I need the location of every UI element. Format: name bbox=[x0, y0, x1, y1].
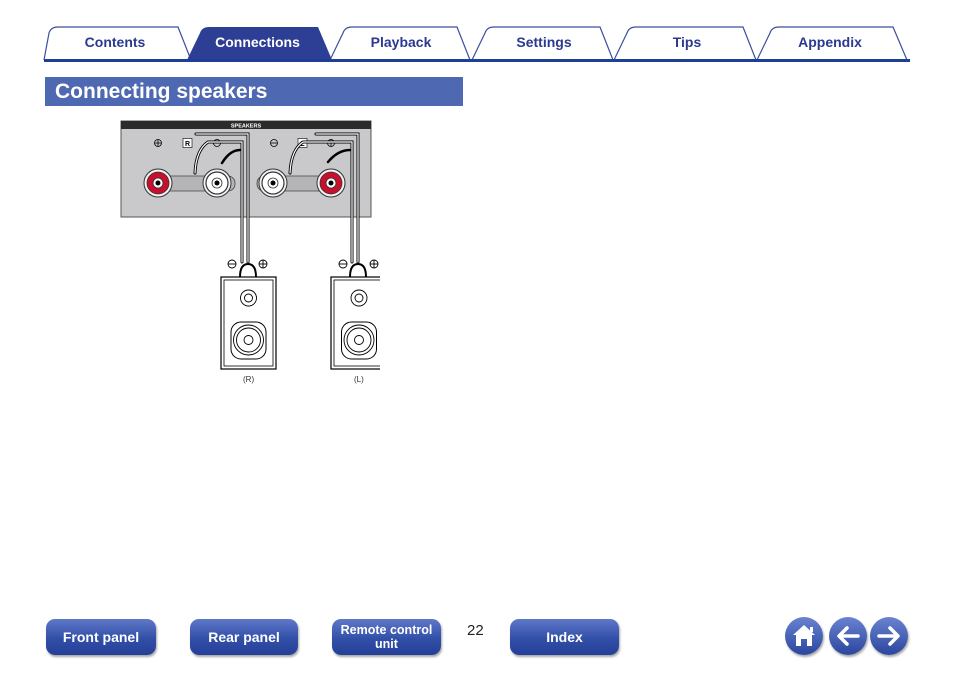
speaker-l-caption: (L) bbox=[354, 375, 364, 384]
home-icon bbox=[793, 625, 815, 646]
front-panel-label: Front panel bbox=[62, 629, 140, 645]
arrow-left-icon bbox=[837, 626, 860, 646]
back-button[interactable] bbox=[829, 617, 867, 655]
tab-appendix[interactable]: Appendix bbox=[798, 34, 862, 50]
terminal-r-black bbox=[202, 168, 232, 198]
terminal-l-black bbox=[258, 168, 288, 198]
channel-l-label: L bbox=[300, 141, 305, 148]
speaker-l-plus-symbol bbox=[369, 259, 379, 269]
speaker-left bbox=[330, 259, 380, 370]
terminal-r-red bbox=[143, 168, 173, 198]
cable-right bbox=[193, 132, 250, 264]
tab-connections[interactable]: Connections bbox=[215, 34, 300, 50]
remote-control-label-line1: Remote control bbox=[340, 623, 433, 637]
section-title: Connecting speakers bbox=[55, 80, 268, 103]
cable-left bbox=[288, 132, 360, 264]
terminal-l-red bbox=[316, 168, 346, 198]
rear-panel-label: Rear panel bbox=[208, 629, 280, 645]
speaker-right bbox=[220, 259, 277, 370]
channel-r-label: R bbox=[185, 141, 190, 148]
terminal-l-minus-symbol bbox=[270, 139, 278, 147]
index-label: Index bbox=[546, 629, 583, 645]
remote-control-unit-button[interactable]: Remote control unit bbox=[332, 619, 441, 655]
panel-label: SPEAKERS bbox=[231, 124, 262, 130]
speaker-r-plus-symbol bbox=[258, 259, 268, 269]
tab-underline bbox=[44, 59, 910, 62]
speaker-r-caption: (R) bbox=[243, 375, 255, 384]
tab-bar: Contents Connections Playback Settings T… bbox=[0, 0, 954, 64]
front-panel-button[interactable]: Front panel bbox=[46, 619, 156, 655]
tab-playback[interactable]: Playback bbox=[370, 34, 432, 50]
speaker-connection-diagram: SPEAKERS R L bbox=[120, 120, 380, 370]
channel-r-badge bbox=[182, 138, 193, 148]
panel-header-strip bbox=[121, 121, 371, 129]
page-number: 22 bbox=[467, 622, 484, 639]
speaker-r-minus-symbol bbox=[227, 259, 237, 269]
tab-tips[interactable]: Tips bbox=[672, 34, 702, 50]
speaker-l-minus-symbol bbox=[338, 259, 348, 269]
remote-control-label-line2: unit bbox=[375, 637, 398, 651]
arrow-right-icon bbox=[877, 626, 900, 646]
tab-contents[interactable]: Contents bbox=[84, 34, 146, 50]
rear-panel-button[interactable]: Rear panel bbox=[190, 619, 298, 655]
tab-settings[interactable]: Settings bbox=[516, 34, 572, 50]
tab-shapes bbox=[43, 26, 908, 61]
section-header: Connecting speakers bbox=[45, 77, 463, 106]
terminal-r-plus-symbol bbox=[154, 139, 162, 147]
home-button[interactable] bbox=[785, 617, 823, 655]
forward-button[interactable] bbox=[870, 617, 908, 655]
index-button[interactable]: Index bbox=[510, 619, 619, 655]
